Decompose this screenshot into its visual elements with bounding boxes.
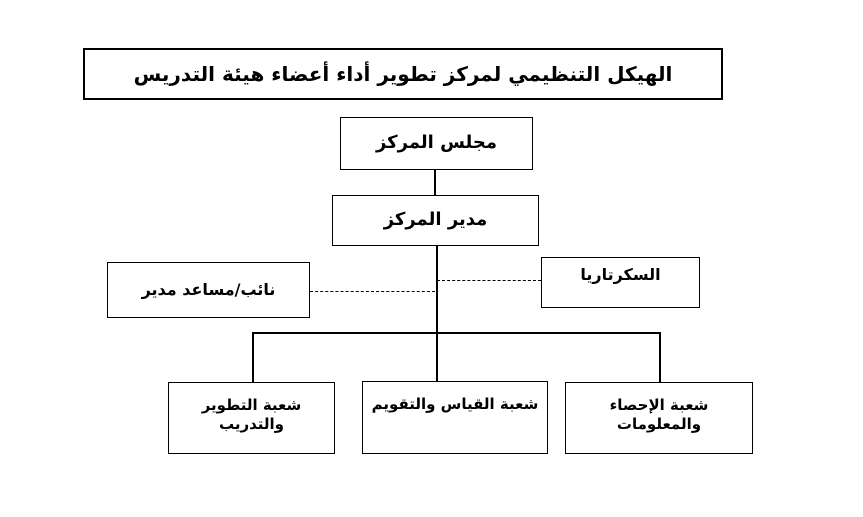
node-division-development-training-label: شعبة التطوير والتدريب [201, 396, 302, 433]
node-center-council: مجلس المركز [340, 117, 533, 170]
node-division-measurement-evaluation: شعبة القياس والتقويم [362, 381, 548, 454]
node-center-council-label: مجلس المركز [375, 132, 498, 154]
node-deputy-assistant-director: نائب/مساعد مدير [107, 262, 310, 318]
connector-dashed-deputy [310, 291, 435, 292]
node-secretariat: السكرتاريا [541, 257, 700, 308]
node-deputy-assistant-director-label: نائب/مساعد مدير [141, 280, 276, 299]
connector-council-director [434, 170, 436, 195]
node-division-development-training: شعبة التطوير والتدريب [168, 382, 335, 454]
node-center-director-label: مدير المركز [383, 209, 488, 231]
connector-director-divisions-trunk [436, 246, 438, 382]
connector-stub-statistics [659, 332, 661, 382]
node-division-statistics-information: شعبة الإحصاء والمعلومات [565, 382, 753, 454]
connector-dashed-secretariat [437, 280, 541, 281]
node-division-measurement-evaluation-label: شعبة القياس والتقويم [371, 395, 539, 413]
connector-stub-development [252, 332, 254, 382]
node-secretariat-label: السكرتاريا [580, 265, 661, 284]
diagram-title-box: الهيكل التنظيمي لمركز تطوير أداء أعضاء ه… [83, 48, 723, 100]
diagram-title: الهيكل التنظيمي لمركز تطوير أداء أعضاء ه… [133, 61, 673, 86]
node-division-statistics-information-label: شعبة الإحصاء والمعلومات [609, 396, 709, 433]
connector-divisions-horizontal [252, 332, 660, 334]
node-center-director: مدير المركز [332, 195, 539, 246]
